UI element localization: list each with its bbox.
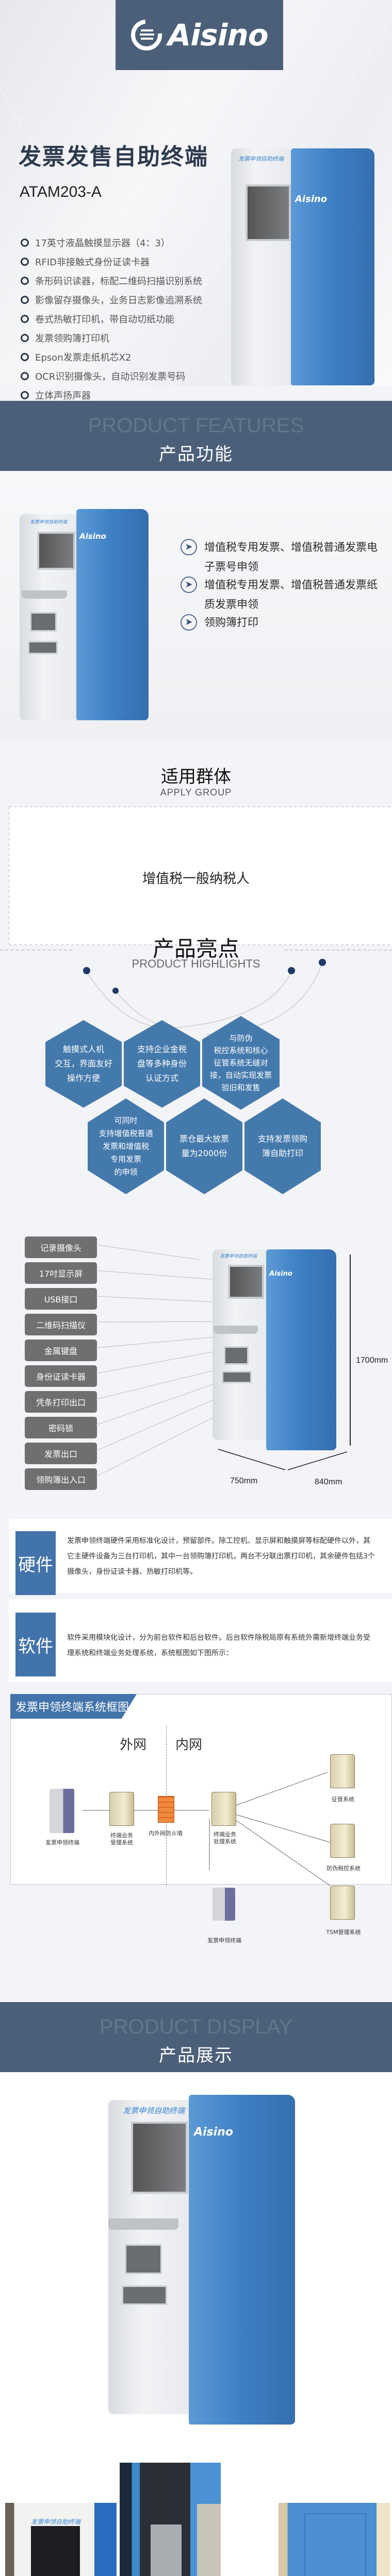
anti-fraud-server-icon [330, 1824, 355, 1858]
component-tag: 身份证读卡器 [25, 1365, 97, 1387]
chevron-right-icon: ➤ [181, 577, 197, 593]
ring-bullet-icon [21, 391, 29, 399]
banner-title-cn: 产品展示 [159, 2045, 233, 2066]
zone-outer-label: 外网 [120, 1737, 147, 1753]
terminal-inner-icon [213, 1888, 235, 1921]
dot-icon [319, 959, 326, 966]
banner-title-en: PRODUCT FEATURES [88, 414, 304, 437]
divider [0, 950, 72, 951]
dot-icon [288, 967, 295, 974]
apply-group-title: 适用群体 [161, 767, 231, 787]
dot-icon [83, 967, 90, 974]
tax-admin-server-icon [330, 1754, 355, 1788]
spec-item: Epson发票走纸机芯X2 [21, 347, 202, 366]
product-model: ATAM203-A [20, 183, 102, 200]
component-tag: 记录摄像头 [25, 1236, 97, 1258]
dot-icon [112, 988, 119, 994]
height-dimension: 1700mm [356, 1356, 388, 1365]
accept-server-icon [109, 1792, 134, 1826]
software-card: 软件 软件采用模块化设计，分为前台软件和后台软件。后台软件除税局原有系统外需新增… [9, 1599, 392, 1682]
banner-title-en: PRODUCT DISPLAY [99, 2015, 293, 2038]
chevron-right-icon: ➤ [181, 614, 197, 631]
width-dimension: 750mm [230, 1477, 258, 1485]
hero-kiosk-image: 发票申领自助终端 Aisino [231, 148, 381, 385]
ring-bullet-icon [21, 257, 29, 266]
component-list: 记录摄像头 17吋显示屏 USB接口 二维码扫描仪 金属键盘 身份证读卡器 凭条… [25, 1236, 97, 1494]
diagram-links [83, 1772, 331, 1886]
highlights-decoration [83, 959, 326, 1035]
spec-item: RFID非接触式身份证读卡器 [21, 252, 202, 271]
photo-side-view [279, 2503, 390, 2576]
features-banner: PRODUCT FEATURES 产品功能 [0, 401, 392, 471]
apply-group-subtitle: APPLY GROUP [160, 787, 232, 798]
ring-bullet-icon [21, 352, 29, 361]
banner-title-cn: 产品功能 [159, 444, 233, 465]
ring-bullet-icon [21, 333, 29, 342]
software-description: 软件采用模块化设计，分为前台软件和后台软件。后台软件除税局原有系统外需新增终端业… [67, 1634, 370, 1657]
apply-group-content: 增值税一般纳税人 [142, 871, 250, 887]
apply-group-box [9, 806, 392, 945]
highlight-hex: 可同时 支持增值税普通 发票和增值税 专用发票 的申领 [88, 1098, 164, 1194]
spec-item: 卷式热敏打印机，带自动切纸功能 [21, 309, 202, 328]
aisino-logo-icon [131, 20, 162, 50]
spec-item: 条形码识读器，标配二维码扫描识别系统 [21, 271, 202, 290]
spec-item: 发票领购簿打印机 [21, 328, 202, 347]
spec-item: 17英寸液晶触摸显示器（4：3） [21, 233, 202, 252]
ring-bullet-icon [21, 314, 29, 323]
photo-interior-view [120, 2463, 221, 2576]
highlight-hex: 支持发票领购 簿自助打印 [244, 1098, 321, 1194]
ring-bullet-icon [21, 276, 29, 285]
component-tag: 密码锁 [25, 1417, 97, 1438]
firewall-icon [158, 1796, 174, 1823]
zone-inner-label: 内网 [175, 1737, 203, 1753]
ring-bullet-icon [21, 295, 29, 304]
software-tag: 软件 [15, 1613, 56, 1676]
brand-name: Aisino [168, 18, 268, 53]
hardware-card: 硬件 发票申领终端硬件采用标准化设计，预留部件。除工控机、显示屏和触摸屏等标配硬… [9, 1519, 392, 1595]
divider [285, 950, 392, 951]
feature-item: ➤领购簿打印 [181, 613, 387, 632]
spec-list: 17英寸液晶触摸显示器（4：3） RFID非接触式身份证读卡器 条形码识读器，标… [21, 233, 202, 404]
terminal-outer-icon [50, 1789, 74, 1833]
spec-item: OCR识别摄像头，自动识别发票号码 [21, 366, 202, 385]
feature-list: ➤增值税专用发票、增值税普通发票电子票号申领 ➤增值税专用发票、增值税普通发票纸… [181, 537, 387, 633]
base-dimension-lines [218, 1449, 348, 1470]
spec-item: 立体声扬声器 [21, 385, 202, 404]
features-kiosk-image: 发票申领自助终端 Aisino [20, 509, 154, 724]
hardware-description: 发票申领终端硬件采用标准化设计，预留部件。除工控机、显示屏和触摸屏等标配硬件以外… [67, 1537, 375, 1576]
component-tag: 二维码扫描仪 [25, 1314, 97, 1335]
component-tag: 17吋显示屏 [25, 1262, 97, 1284]
height-dimension-line [350, 1255, 351, 1446]
feature-item: ➤增值税专用发票、增值税普通发票电子票号申领 [181, 537, 387, 577]
photo-front-view: 发票申领自助终端 [5, 2503, 117, 2576]
component-tag: USB接口 [25, 1288, 97, 1310]
component-tag: 金属键盘 [25, 1340, 97, 1361]
component-tag: 发票出口 [25, 1443, 97, 1464]
tsm-server-icon [330, 1886, 355, 1920]
ring-bullet-icon [21, 238, 29, 247]
highlights-subtitle: PRODUCT HIGHLIGHTS [132, 957, 260, 970]
hardware-tag: 硬件 [15, 1531, 56, 1595]
component-kiosk-image: 发票申领自助终端 Aisino [213, 1249, 339, 1450]
process-server-icon [211, 1792, 236, 1826]
display-banner: PRODUCT DISPLAY 产品展示 [0, 2002, 392, 2072]
ring-bullet-icon [21, 371, 29, 380]
component-tag: 领购簿出入口 [25, 1468, 97, 1490]
product-title: 发票发售自助终端 [19, 144, 208, 170]
component-tag: 凭条打印出口 [25, 1391, 97, 1413]
spec-item: 影像留存摄像头，业务日志影像追溯系统 [21, 290, 202, 309]
display-kiosk-image: 发票申领自助终端 Aisino [108, 2095, 299, 2425]
feature-item: ➤增值税专用发票、增值税普通发票纸质发票申领 [181, 575, 387, 614]
depth-dimension: 840mm [315, 1478, 342, 1486]
diagram-title: 发票申领终端系统框图 [10, 1694, 137, 1719]
highlight-hex: 票仓最大放票 量为2000份 [166, 1098, 242, 1194]
kiosk-screen [246, 184, 291, 241]
brand-logo: Aisino [116, 0, 283, 70]
chevron-right-icon: ➤ [181, 539, 197, 555]
highlights-title: 产品亮点 [152, 936, 239, 961]
